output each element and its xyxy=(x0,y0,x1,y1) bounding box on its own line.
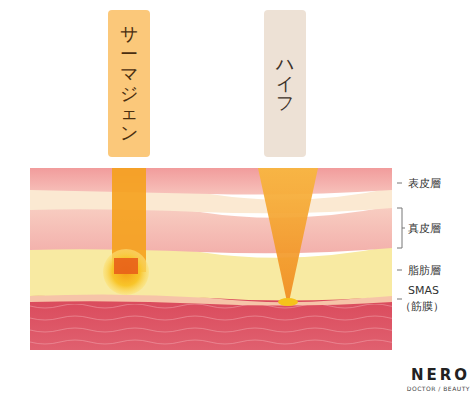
watermark: DOCTOR / BEAUTY xyxy=(407,385,470,392)
tag-text: ハイフ xyxy=(276,54,294,113)
vertical-tag: ハイフ xyxy=(264,10,306,157)
layer-label: （筋膜） xyxy=(400,299,444,314)
watermark: NERO xyxy=(411,366,470,384)
layer-label: 脂肪層 xyxy=(408,263,441,278)
layer-label: SMAS xyxy=(408,284,439,297)
layer-label: 表皮層 xyxy=(408,176,441,191)
vertical-tag: サーマジェン xyxy=(108,10,150,157)
tag-text: サーマジェン xyxy=(120,24,138,143)
layer-label: 真皮層 xyxy=(408,221,441,236)
